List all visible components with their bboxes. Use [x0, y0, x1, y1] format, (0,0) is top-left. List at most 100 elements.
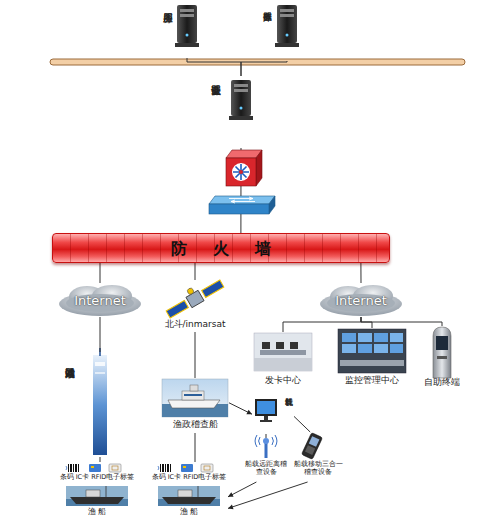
- switch-icon: [209, 196, 275, 204]
- node-label: 条码 IC卡 RFID电子标签: [150, 474, 228, 481]
- base-station-tower: [95, 362, 105, 366]
- patrol-ship-photo: [162, 379, 228, 417]
- network-node: 基站港口式阅读器: [62, 352, 114, 457]
- tag-icons: [89, 464, 101, 472]
- arrow-head: [246, 410, 252, 414]
- tag-icons: [109, 464, 121, 472]
- node-label: 船载远距离稽查设备: [242, 461, 290, 476]
- node-label: 发卡中心: [252, 376, 314, 386]
- node-label: 船载计算机: [282, 391, 292, 433]
- server-icon: [277, 5, 297, 43]
- network-node: 监控管理中心: [336, 328, 408, 388]
- connector: [241, 61, 287, 76]
- server-icon: [234, 89, 248, 92]
- node-label: 北斗/inmarsat: [160, 320, 230, 330]
- node-label: 渔政稽查船: [161, 420, 229, 430]
- patrol-ship-photo: [184, 394, 202, 396]
- arrow-head: [228, 504, 234, 509]
- card-center-photo: [276, 342, 284, 349]
- connector-line: [100, 317, 101, 352]
- monitor-center-photo: [374, 333, 388, 342]
- server-icon: [180, 14, 194, 17]
- tag-icons: [165, 464, 166, 472]
- connector-line: [187, 58, 241, 76]
- patrol-ship-photo: [182, 391, 204, 400]
- internet-cloud: Internet: [57, 283, 143, 317]
- connector: [228, 482, 308, 509]
- server-icon: [275, 5, 299, 47]
- server-icon: [240, 107, 243, 110]
- tag-icons: [112, 466, 118, 470]
- monitor-center-photo: [338, 329, 406, 373]
- network-node: 船载远距离稽查设备: [242, 438, 290, 482]
- connector: [229, 403, 252, 414]
- server-icon: [229, 116, 253, 120]
- server-icon: [231, 80, 251, 116]
- satellite-icon: [202, 280, 224, 297]
- tag-icons: [68, 464, 69, 472]
- switch-icon: [269, 196, 275, 214]
- network-node: 船载计算机: [252, 390, 294, 434]
- card-center-photo: [262, 342, 270, 349]
- node-label: 应用服务器: [160, 5, 172, 57]
- connector: [195, 332, 196, 378]
- tag-icons: [66, 466, 68, 470]
- computer-monitor: [257, 401, 275, 414]
- connector-line: [228, 482, 256, 497]
- node-label: 渔 船: [58, 508, 136, 517]
- arrow-head: [228, 492, 234, 497]
- handheld-device: [301, 433, 322, 460]
- node-label: 渔 船: [150, 508, 228, 517]
- connector: [361, 317, 442, 326]
- connector: [100, 317, 101, 352]
- server-icon: [177, 5, 197, 43]
- internet-cloud: Internet: [318, 283, 404, 317]
- tag-icons: [66, 464, 121, 472]
- connector-line: [361, 317, 442, 326]
- card-center-photo: [254, 358, 312, 371]
- node-label: 自助终端: [418, 378, 466, 388]
- monitor-center-photo: [338, 329, 406, 373]
- handheld-device: [305, 445, 315, 455]
- handheld-device: [309, 436, 320, 447]
- server-icon: [280, 14, 294, 17]
- patrol-ship-photo: [162, 379, 228, 417]
- monitor-center-photo: [358, 333, 372, 342]
- monitor-center-photo: [374, 344, 388, 353]
- network-node: 发卡中心: [252, 332, 314, 388]
- connector-line: [100, 263, 101, 283]
- switch-icon: [209, 196, 275, 214]
- connector: [283, 317, 361, 332]
- fishing-boat: [66, 486, 128, 506]
- tag-icons: [167, 464, 169, 472]
- fishing-boat: [86, 490, 100, 497]
- connector-line: [360, 263, 361, 283]
- tag-icons: [158, 466, 160, 470]
- antenna-device: [263, 438, 269, 444]
- connector: [294, 416, 310, 432]
- tag-icons: [170, 464, 171, 472]
- kiosk-terminal: [433, 327, 451, 378]
- patrol-ship-photo: [190, 385, 198, 391]
- patrol-ship-photo: [168, 400, 220, 408]
- monitor-center-photo: [358, 344, 372, 353]
- router-icon: [226, 150, 262, 186]
- network-node: 船载移动三合一稽查设备: [292, 432, 344, 482]
- network-node: 应用服务器: [160, 3, 200, 58]
- tag-icons: [158, 464, 213, 472]
- node-label: 安全认证服务器: [208, 77, 220, 148]
- switch-icon: [229, 197, 255, 203]
- fishing-boat: [198, 486, 199, 497]
- server-icon: [186, 34, 189, 37]
- satellite-icon: [186, 287, 194, 295]
- tag-icons: [181, 464, 193, 472]
- fishing-boat: [158, 486, 220, 506]
- antenna-device: [255, 435, 277, 447]
- monitor-center-photo: [340, 360, 404, 366]
- node-label: 数据库服务器: [260, 5, 272, 61]
- firewall-band: 防火墙: [52, 233, 390, 263]
- satellite-icon: [166, 301, 188, 318]
- network-node: 自助终端: [418, 326, 466, 388]
- monitor-center-photo: [342, 344, 356, 353]
